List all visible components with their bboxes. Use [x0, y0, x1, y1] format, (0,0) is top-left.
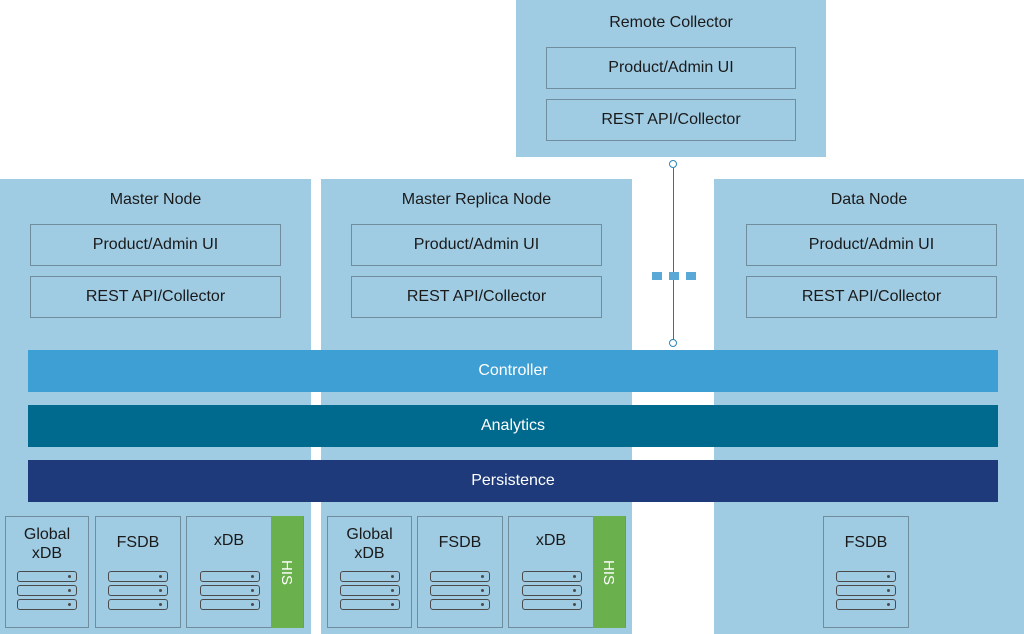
- db-label: xDB: [213, 532, 245, 549]
- data-product-admin-ui: Product/Admin UI: [746, 224, 997, 266]
- storage-icon: [430, 571, 490, 613]
- master-his: HIS: [271, 516, 303, 628]
- data-rest-api-collector: REST API/Collector: [746, 276, 997, 318]
- connector-bottom-dot: [669, 339, 677, 347]
- his-label: HIS: [600, 559, 618, 585]
- db-label: Global xDB: [346, 526, 393, 562]
- replica-his: HIS: [593, 516, 625, 628]
- replica-fsdb: FSDB: [417, 516, 503, 628]
- master-replica-node-title: Master Replica Node: [401, 191, 552, 208]
- master-node-title: Master Node: [109, 191, 202, 208]
- ellipsis-square: [669, 272, 679, 280]
- persistence-layer: Persistence: [28, 460, 998, 502]
- master-rest-api-collector: REST API/Collector: [30, 276, 281, 318]
- remote-collector-node: Remote Collector Product/Admin UI REST A…: [516, 0, 826, 157]
- master-xdb: xDB: [186, 516, 304, 628]
- replica-xdb: xDB: [508, 516, 626, 628]
- db-label: xDB: [535, 532, 567, 549]
- db-label: FSDB: [116, 534, 160, 551]
- db-label: FSDB: [438, 534, 482, 551]
- remote-product-admin-ui: Product/Admin UI: [546, 47, 796, 89]
- ellipsis-square: [652, 272, 662, 280]
- storage-icon: [200, 571, 260, 613]
- data-fsdb: FSDB: [823, 516, 909, 628]
- connector-top-dot: [669, 160, 677, 168]
- storage-icon: [339, 571, 400, 613]
- data-node-title: Data Node: [830, 191, 908, 208]
- master-global-xdb: Global xDB: [5, 516, 89, 628]
- storage-icon: [17, 571, 77, 613]
- storage-icon: [522, 571, 582, 613]
- controller-layer: Controller: [28, 350, 998, 392]
- db-label: FSDB: [844, 534, 888, 551]
- his-label: HIS: [278, 559, 296, 585]
- remote-rest-api-collector: REST API/Collector: [546, 99, 796, 141]
- storage-icon: [108, 571, 168, 613]
- master-fsdb: FSDB: [95, 516, 181, 628]
- remote-collector-title: Remote Collector: [609, 14, 733, 31]
- replica-product-admin-ui: Product/Admin UI: [351, 224, 602, 266]
- replica-rest-api-collector: REST API/Collector: [351, 276, 602, 318]
- db-label: Global xDB: [23, 526, 71, 562]
- replica-global-xdb: Global xDB: [327, 516, 412, 628]
- ellipsis-square: [686, 272, 696, 280]
- analytics-layer: Analytics: [28, 405, 998, 447]
- master-product-admin-ui: Product/Admin UI: [30, 224, 281, 266]
- storage-icon: [836, 571, 896, 613]
- remote-connector-line: [673, 168, 674, 340]
